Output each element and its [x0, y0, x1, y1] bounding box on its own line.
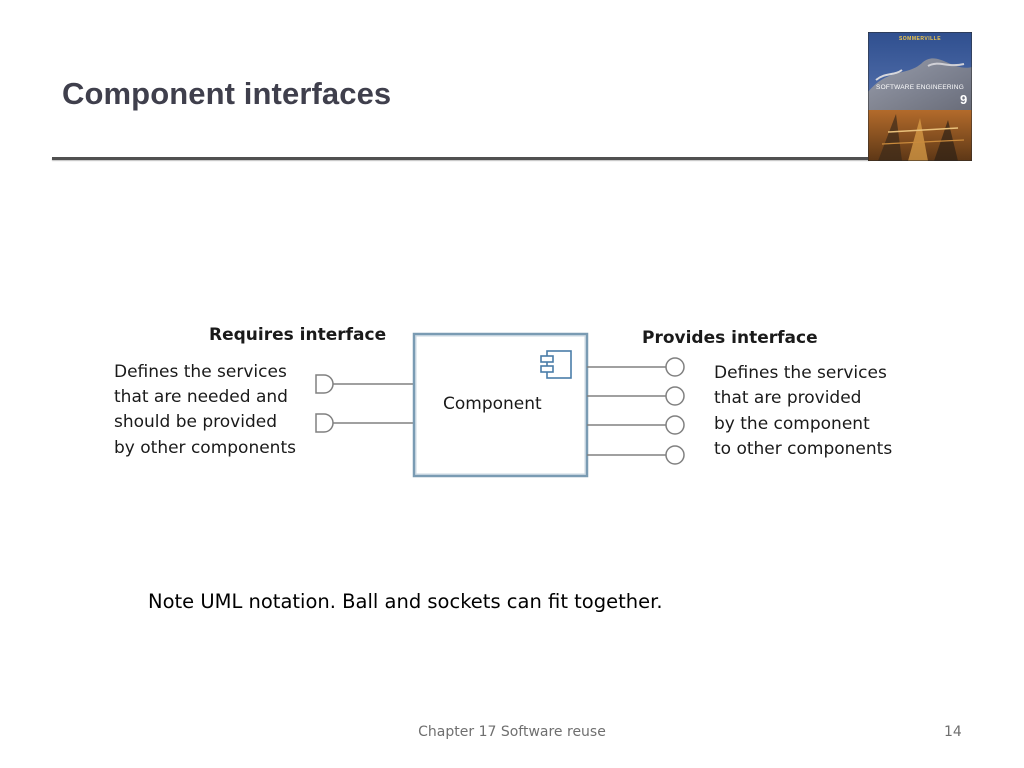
- provides-ball-1: [587, 357, 685, 377]
- requires-description-line-1: Defines the services: [114, 362, 287, 382]
- provides-ball-3: [587, 415, 685, 435]
- book-cover-author: SOMMERVILLE: [898, 36, 942, 42]
- requires-description-line-2: that are needed and: [114, 387, 288, 407]
- uml-component-icon: [540, 350, 572, 379]
- requires-socket-2: [315, 413, 414, 433]
- footer-chapter: Chapter 17 Software reuse: [418, 724, 606, 740]
- slide-title: Component interfaces: [62, 76, 392, 111]
- provides-interface-heading: Provides interface: [642, 328, 818, 348]
- title-divider: [52, 157, 870, 160]
- provides-description-line-4: to other components: [714, 439, 892, 459]
- requires-description-line-3: should be provided: [114, 412, 277, 432]
- requires-socket-1: [315, 374, 414, 394]
- book-cover-edition: 9: [960, 92, 968, 107]
- requires-interface-heading: Requires interface: [209, 325, 386, 345]
- provides-description-line-1: Defines the services: [714, 363, 887, 383]
- requires-description-line-4: by other components: [114, 438, 296, 458]
- component-label: Component: [443, 394, 542, 414]
- footer-page-number: 14: [944, 724, 962, 740]
- provides-description-line-3: by the component: [714, 414, 870, 434]
- slide-note: Note UML notation. Ball and sockets can …: [148, 590, 663, 613]
- provides-ball-4: [587, 445, 685, 465]
- provides-description-line-2: that are provided: [714, 388, 861, 408]
- book-cover-image: SOMMERVILLE SOFTWARE ENGINEERING 9: [868, 32, 972, 161]
- provides-ball-2: [587, 386, 685, 406]
- book-cover-title: SOFTWARE ENGINEERING: [876, 84, 964, 91]
